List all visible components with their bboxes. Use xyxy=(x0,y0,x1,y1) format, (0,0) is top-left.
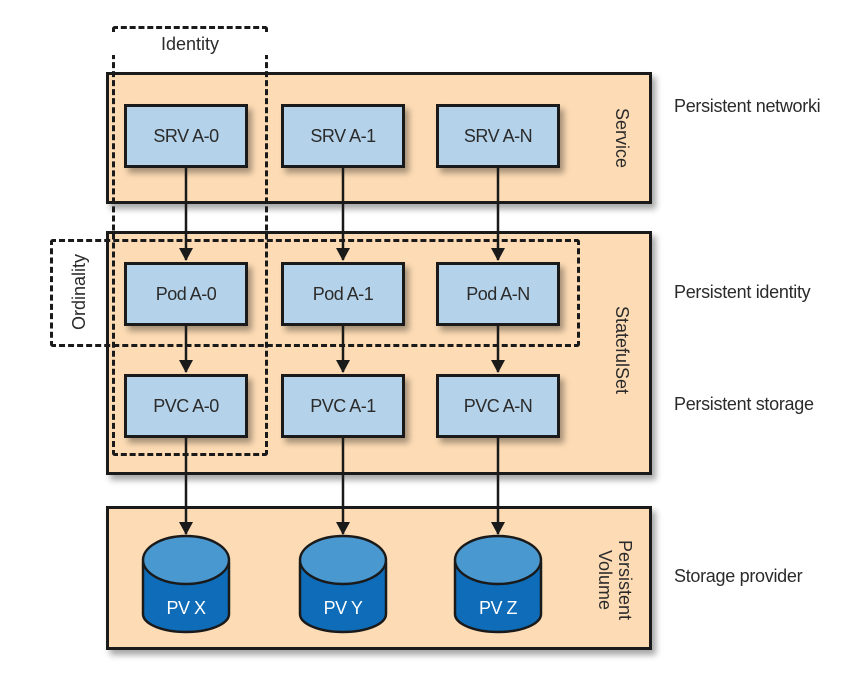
statefulset-panel-label: StatefulSet xyxy=(612,305,632,395)
storage-provider-label: Storage provider xyxy=(674,566,803,586)
pvc-a-1-node: PVC A-1 xyxy=(281,374,405,438)
persistent-volume-panel xyxy=(106,506,652,650)
persistent-volume-panel-label: Persistent Volume xyxy=(595,525,635,635)
service-panel-label: Service xyxy=(612,107,632,169)
srv-a-1-node: SRV A-1 xyxy=(281,104,405,168)
pvc-a-n-node: PVC A-N xyxy=(436,374,560,438)
pod-a-n-node: Pod A-N xyxy=(436,262,560,326)
pod-a-1-node: Pod A-1 xyxy=(281,262,405,326)
srv-a-0-node: SRV A-0 xyxy=(124,104,248,168)
identity-group-label-text: Identity xyxy=(156,34,224,54)
srv-a-n-node: SRV A-N xyxy=(436,104,560,168)
identity-group-label: Identity xyxy=(112,34,268,55)
persistent-volume-label-line1: Persistent xyxy=(615,539,635,621)
persistent-networking-label: Persistent networki xyxy=(674,96,821,116)
persistent-volume-label-line2: Volume xyxy=(595,549,615,611)
ordinality-group-label: Ordinality xyxy=(69,253,89,331)
persistent-identity-label: Persistent identity xyxy=(674,282,811,302)
pvc-a-0-node: PVC A-0 xyxy=(124,374,248,438)
ordinality-group-box xyxy=(50,239,580,347)
persistent-storage-label: Persistent storage xyxy=(674,394,814,414)
pod-a-0-node: Pod A-0 xyxy=(124,262,248,326)
